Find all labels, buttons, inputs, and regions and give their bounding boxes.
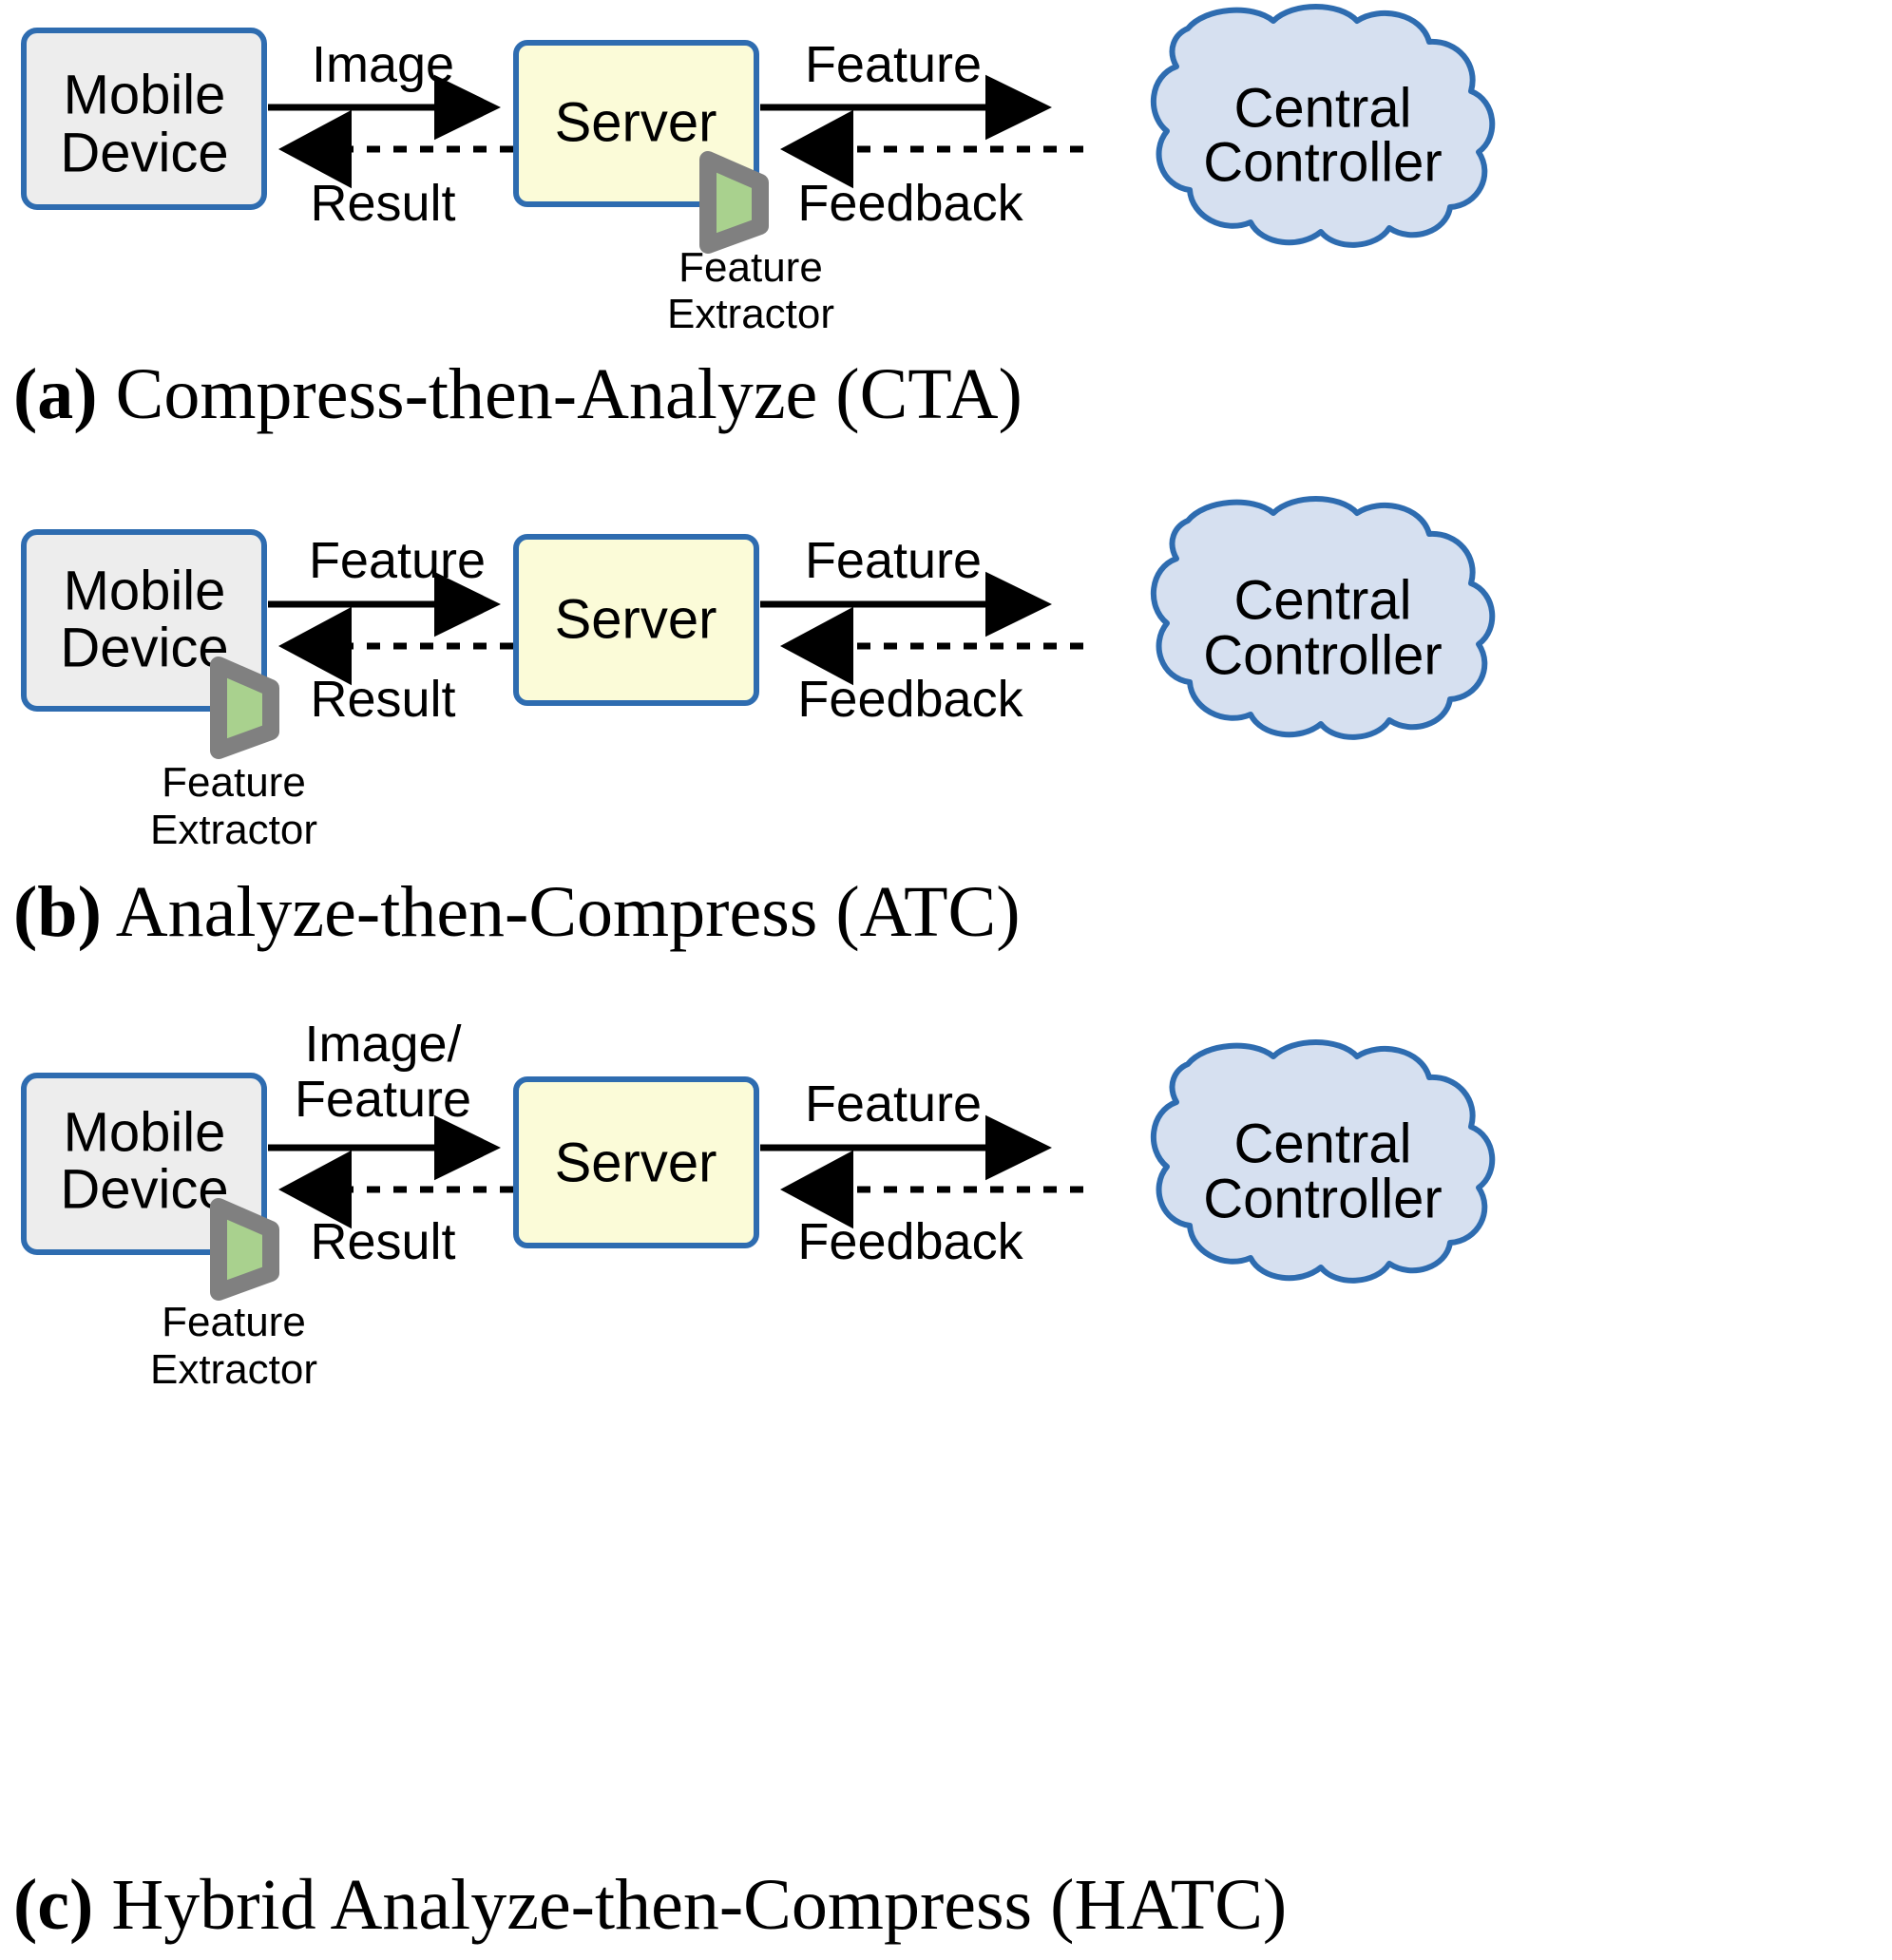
panel-b-caption-letter: (b) [13, 872, 102, 952]
panel-b-cloud-label-line2: Controller [1203, 624, 1442, 686]
panel-c-server-label: Server [555, 1132, 717, 1193]
server-box [513, 40, 759, 207]
panel-b-edge-label-feedback: Feedback [797, 671, 1023, 728]
feature-extractor-icon [699, 151, 769, 254]
panel-b-extractor-label-line2: Extractor [150, 807, 317, 853]
panel-c-caption: (c) Hybrid Analyze-then-Compress (HATC) [13, 1865, 1287, 1945]
panel-c-central-controller-node[interactable]: Central Controller [1150, 1039, 1496, 1284]
panel-a-caption-letter: (a) [13, 354, 98, 434]
panel-c-edge-label-feedback: Feedback [797, 1213, 1023, 1270]
panel-a-edge-label-feature: Feature [805, 36, 982, 93]
panel-b: Mobile Device Feature Extractor Feature … [13, 496, 1496, 952]
panel-c-edge-label-feature-right: Feature [805, 1075, 982, 1132]
feature-extractor-icon [210, 657, 279, 759]
panel-a-central-controller-node[interactable]: Central Controller [1150, 4, 1496, 248]
panel-b-caption: (b) Analyze-then-Compress (ATC) [13, 872, 1021, 952]
panel-c: Mobile Device Feature Extractor Image/ F… [13, 1016, 1496, 1945]
panel-c-feature-extractor[interactable]: Feature Extractor [150, 1198, 317, 1393]
mobile-device-label-line2: Device [60, 122, 228, 183]
panel-a-cloud-label-line2: Controller [1203, 131, 1442, 193]
panel-c-edge-label-line1: Image/ [304, 1016, 461, 1073]
panel-c-extractor-label-line1: Feature [162, 1299, 306, 1345]
panel-a-edge-label-result: Result [310, 175, 455, 232]
panel-b-caption-text: Analyze-then-Compress (ATC) [102, 872, 1021, 952]
panel-c-server-node[interactable]: Server [513, 1076, 759, 1248]
panel-b-cloud-label-line1: Central [1234, 569, 1412, 631]
panel-b-feature-extractor[interactable]: Feature Extractor [150, 657, 317, 853]
panel-b-extractor-label-line1: Feature [162, 759, 306, 806]
cloud-shape [1150, 496, 1496, 740]
panel-a: Mobile Device Image Result Server Featur… [13, 4, 1496, 434]
panel-c-mobile-device-node[interactable]: Mobile Device [21, 1073, 267, 1255]
panel-b-edge-label-feature-left: Feature [309, 532, 486, 589]
panel-a-extractor-label-line2: Extractor [667, 291, 834, 337]
mobile-device-box [21, 529, 267, 712]
panel-b-mobile-label-line1: Mobile [64, 560, 226, 621]
panel-a-caption-text: Compress-then-Analyze (CTA) [98, 354, 1022, 434]
feature-extractor-icon [210, 1198, 279, 1301]
panel-c-caption-text: Hybrid Analyze-then-Compress (HATC) [93, 1865, 1287, 1945]
panel-b-mobile-label-line2: Device [60, 617, 228, 678]
panel-c-extractor-label-line2: Extractor [150, 1346, 317, 1393]
panel-a-server-label: Server [555, 91, 717, 153]
panel-a-edge-label-feedback: Feedback [797, 175, 1023, 232]
mobile-device-label-line1: Mobile [64, 64, 226, 125]
panel-c-cloud-label-line2: Controller [1203, 1168, 1442, 1229]
panel-c-mobile-label-line1: Mobile [64, 1101, 226, 1163]
panel-c-caption-letter: (c) [13, 1865, 93, 1945]
panel-b-server-node[interactable]: Server [513, 534, 759, 706]
panel-a-caption: (a) Compress-then-Analyze (CTA) [13, 354, 1022, 434]
server-box [513, 1076, 759, 1248]
panel-b-edge-label-result: Result [310, 671, 455, 728]
panel-b-server-label: Server [555, 588, 717, 650]
panel-c-edge-label-line2: Feature [295, 1071, 471, 1128]
panel-a-mobile-device-node[interactable]: Mobile Device [21, 28, 267, 210]
cloud-shape [1150, 1039, 1496, 1284]
panel-c-mobile-label-line2: Device [60, 1158, 228, 1220]
mobile-device-box [21, 28, 267, 210]
panel-b-edge-label-feature-right: Feature [805, 532, 982, 589]
panel-b-mobile-device-node[interactable]: Mobile Device [21, 529, 267, 712]
mobile-device-box [21, 1073, 267, 1255]
panel-a-server-node[interactable]: Server [513, 40, 759, 207]
panel-b-central-controller-node[interactable]: Central Controller [1150, 496, 1496, 740]
cloud-shape [1150, 4, 1496, 248]
panel-a-extractor-label-line1: Feature [678, 244, 823, 291]
panel-c-edge-label-result: Result [310, 1213, 455, 1270]
panel-a-cloud-label-line1: Central [1234, 77, 1412, 139]
panel-a-feature-extractor[interactable]: Feature Extractor [667, 151, 834, 337]
panel-c-cloud-label-line1: Central [1234, 1113, 1412, 1174]
server-box [513, 534, 759, 706]
panel-a-edge-label-image: Image [312, 36, 454, 93]
